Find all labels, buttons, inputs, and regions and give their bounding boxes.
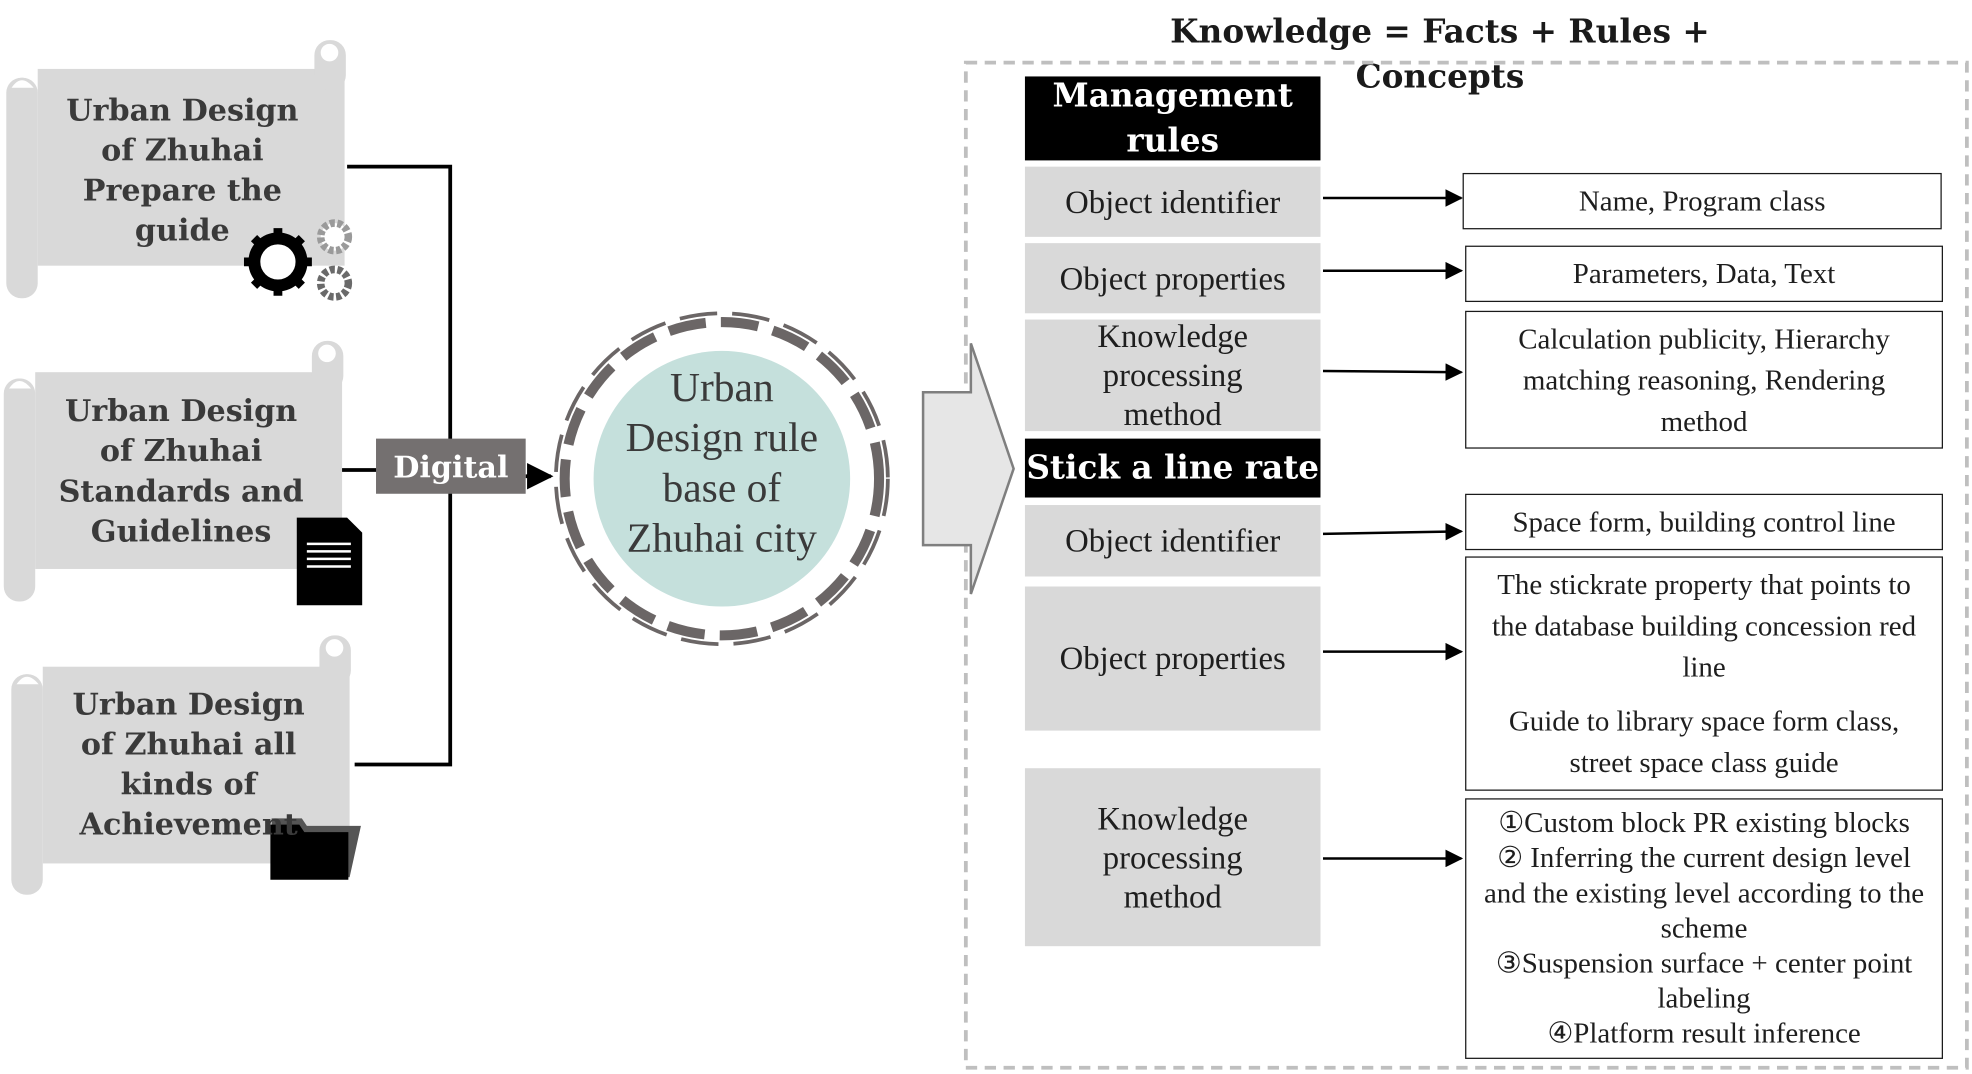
section-header-management-rules: Management rules [1024, 76, 1321, 161]
detail-text: Parameters, Data, Text [1572, 258, 1836, 290]
folder-icon [270, 818, 361, 880]
document-icon [296, 517, 363, 606]
row-label-object-identifier-2: Object identifier [1024, 505, 1321, 577]
detail-text: ② Inferring the current design level and… [1483, 842, 1925, 944]
scroll-1 [6, 40, 346, 299]
gears-icon [243, 219, 353, 301]
row-label-object-properties-1: Object properties [1024, 243, 1321, 314]
source-label-3: Urban Design of Zhuhai all kinds of Achi… [72, 685, 305, 843]
row-label-processing-method-2: Knowledge processing method [1024, 768, 1321, 947]
center-circle [593, 350, 851, 607]
detail-text: ①Custom block PR existing blocks [1498, 807, 1910, 839]
detail-text: The stickrate property that points to th… [1491, 568, 1917, 683]
scroll-2 [3, 340, 344, 602]
digital-label: Digital [376, 438, 526, 494]
section-header-stick-a-line-rate: Stick a line rate [1024, 438, 1321, 498]
rule-base-label: Urban Design rule base of Zhuhai city [625, 365, 819, 562]
detail-text: Name, Program class [1578, 185, 1826, 217]
detail-text: Guide to library space form class, stree… [1508, 705, 1900, 779]
source-label-1: Urban Design of Zhuhai Prepare the guide [66, 91, 299, 249]
row-label-object-identifier-1: Object identifier [1024, 166, 1321, 237]
detail-text: Space form, building control line [1512, 506, 1896, 538]
detail-box-2: Parameters, Data, Text [1465, 245, 1943, 303]
detail-box-1: Name, Program class [1462, 172, 1942, 230]
detail-text: ③Suspension surface + center point label… [1495, 947, 1913, 1014]
row-label-processing-method-1: Knowledge processing method [1024, 318, 1321, 432]
detail-box-6: ①Custom block PR existing blocks ② Infer… [1465, 798, 1943, 1059]
detail-box-3: Calculation publicity, Hierarchy matchin… [1465, 310, 1943, 449]
dashed-ring-outer [559, 317, 885, 641]
source-label-2: Urban Design of Zhuhai Standards and Gui… [58, 392, 304, 549]
row-label-object-properties-2: Object properties [1024, 586, 1321, 731]
detail-box-4: Space form, building control line [1465, 493, 1943, 551]
detail-text: ④Platform result inference [1547, 1017, 1861, 1049]
big-right-arrow [921, 342, 1015, 595]
page-title: Knowledge = Facts + Rules + Concepts [1170, 13, 1710, 97]
dashed-ring-inner [553, 311, 890, 647]
detail-text: Calculation publicity, Hierarchy matchin… [1518, 322, 1890, 437]
detail-box-5: The stickrate property that points to th… [1465, 556, 1943, 791]
knowledge-frame [963, 60, 1969, 1070]
